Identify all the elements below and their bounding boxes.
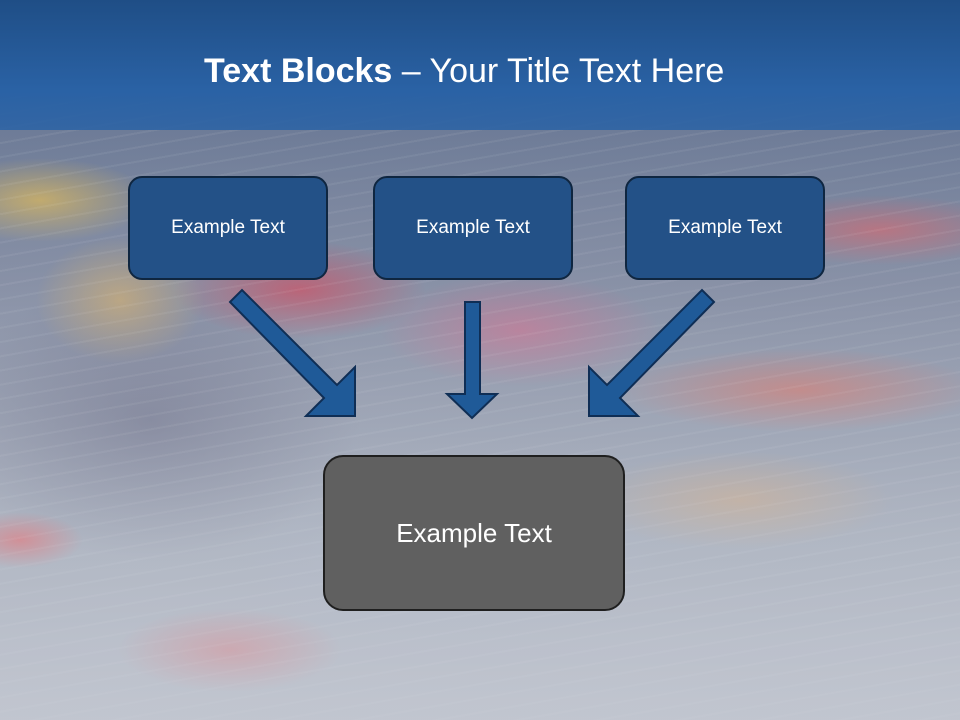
title-bar: Text Blocks – Your Title Text Here — [0, 0, 960, 130]
text-block-3[interactable]: Example Text — [625, 176, 825, 280]
text-block-3-label: Example Text — [668, 217, 782, 238]
arrow-down-icon — [444, 301, 500, 420]
title-bold-part: Text Blocks — [204, 52, 393, 90]
arrow-down-right-icon — [228, 288, 356, 417]
text-block-2-label: Example Text — [416, 217, 530, 238]
slide-title: Text Blocks – Your Title Text Here — [204, 52, 724, 91]
arrow-down-left-icon — [588, 288, 716, 417]
target-text-block[interactable]: Example Text — [323, 455, 625, 611]
title-rest-part: – Your Title Text Here — [392, 52, 725, 90]
target-text-block-label: Example Text — [396, 517, 552, 548]
text-block-1[interactable]: Example Text — [128, 176, 328, 280]
text-block-1-label: Example Text — [171, 217, 285, 238]
text-block-2[interactable]: Example Text — [373, 176, 573, 280]
